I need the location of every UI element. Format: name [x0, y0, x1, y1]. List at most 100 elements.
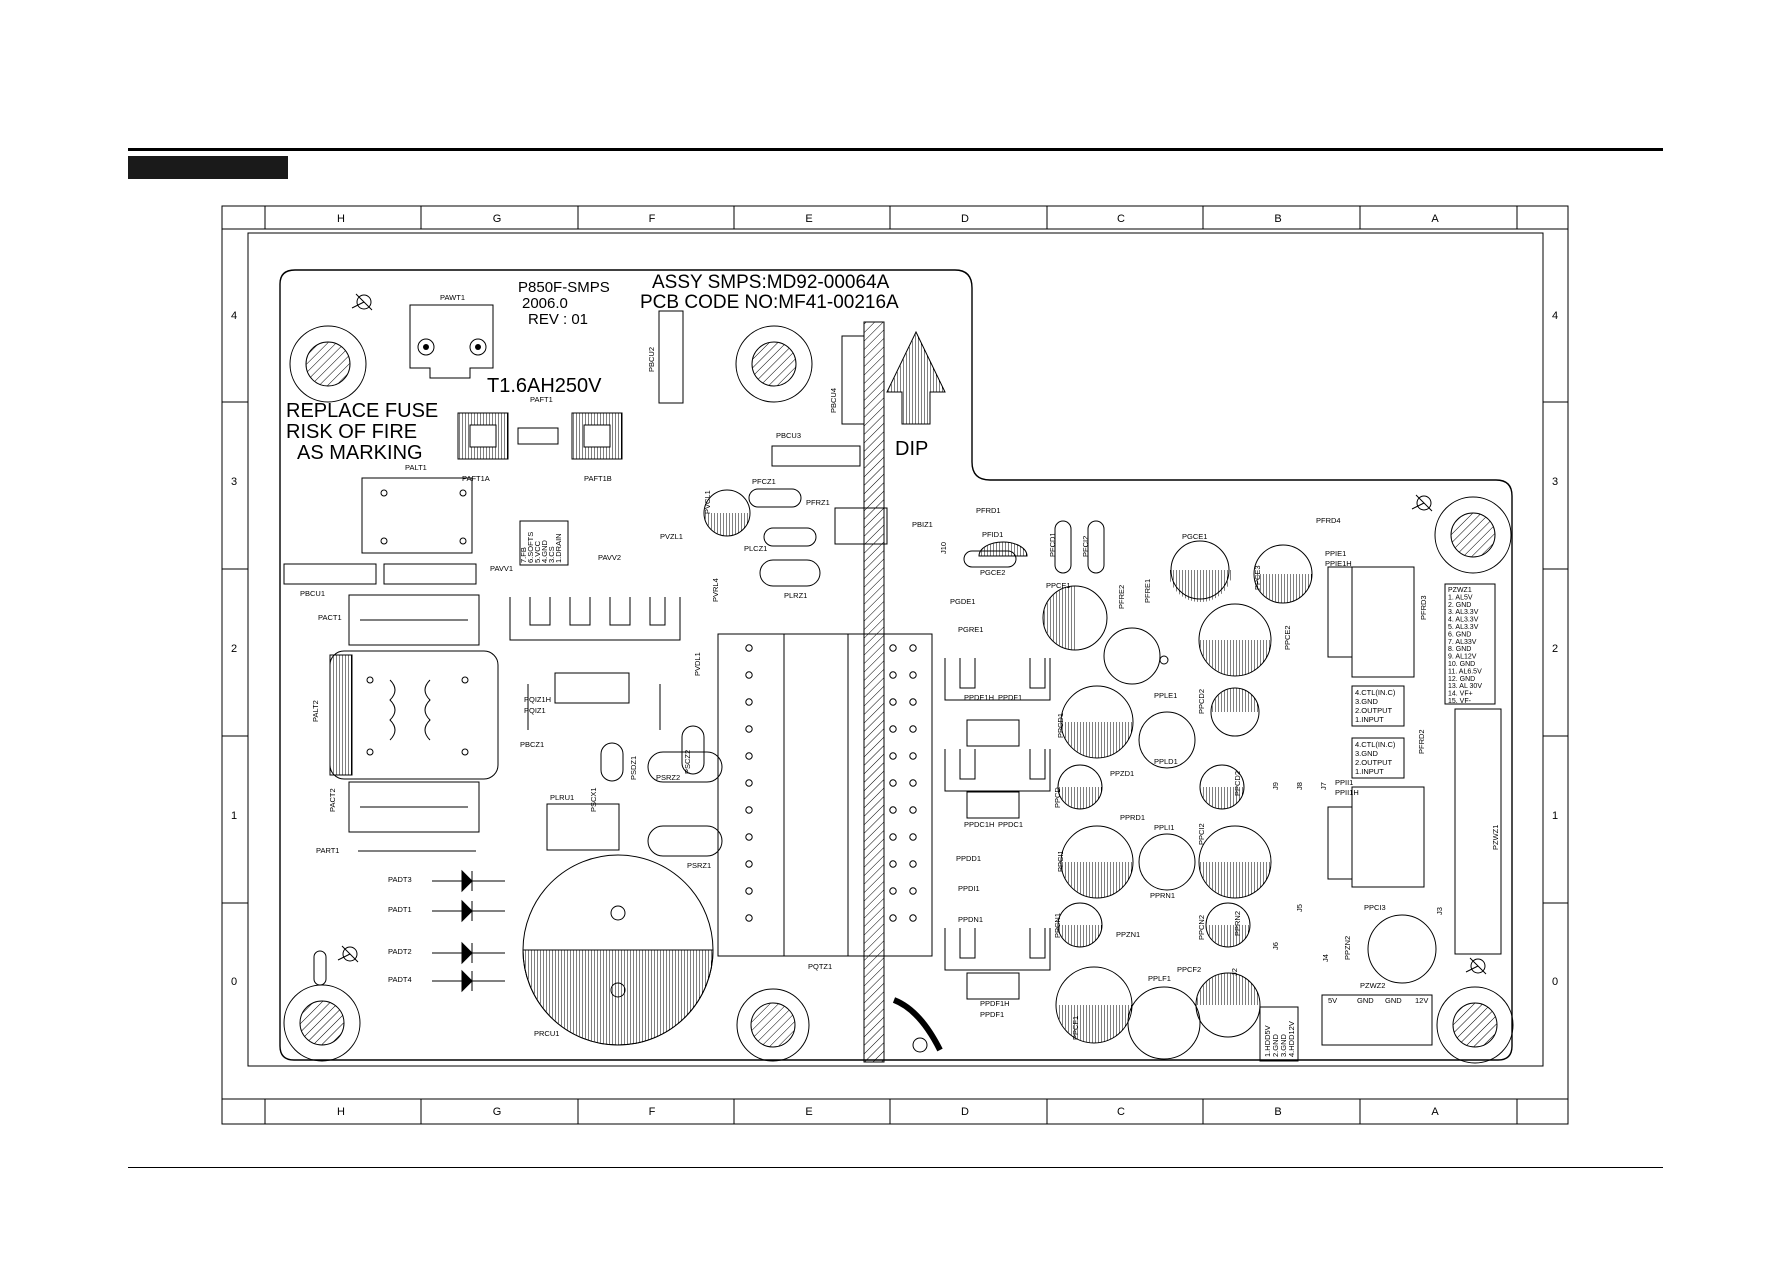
row-label-right: 0	[1552, 976, 1558, 988]
row-label-left: 3	[231, 476, 237, 488]
transformer-pin	[909, 752, 917, 760]
transformer-pin	[889, 752, 897, 760]
transformer-pin	[745, 644, 753, 652]
component-label-pprn1: PPRN1	[1150, 891, 1175, 900]
transformer-pin	[909, 914, 917, 922]
transformer-pin	[745, 698, 753, 706]
transformer-pin	[909, 671, 917, 679]
transformer-pin	[889, 860, 897, 868]
transformer-pin	[889, 914, 897, 922]
col-label-bottom: F	[649, 1106, 656, 1118]
component-label-ppdn1: PPDN1	[958, 915, 983, 924]
component-label-pfrd4: PFRD4	[1316, 516, 1341, 525]
component-label-pgre1: PGRE1	[958, 625, 983, 634]
board-rev: REV : 01	[528, 311, 588, 328]
component-label-pqiz1h: PQIZ1H	[524, 695, 551, 704]
component-label-pple1: PPLE1	[1154, 691, 1177, 700]
pfid1-diode	[978, 541, 1028, 557]
component-label-pfid1: PFID1	[982, 530, 1003, 539]
transformer-pin	[909, 887, 917, 895]
pcb-code: PCB CODE NO:MF41-00216A	[640, 292, 899, 313]
component-label-ppdf1b: PPDF1	[980, 1010, 1004, 1019]
svg-text:1.DRAIN: 1.DRAIN	[554, 533, 563, 563]
component-label-j6: J6	[1271, 942, 1280, 950]
component-label-ppcf2: PPCF2	[1177, 965, 1201, 974]
palt2-line-filter	[329, 650, 499, 780]
component-label-pfrd1: PFRD1	[976, 506, 1001, 515]
screw-icons	[337, 293, 1487, 975]
component-label-ppdf1: PPDF1	[998, 693, 1022, 702]
component-label-j3: J3	[1435, 907, 1444, 915]
transformer-pin	[889, 779, 897, 787]
svg-text:2.GND: 2.GND	[1271, 1033, 1280, 1057]
component-label-pfrd3: PFRD3	[1419, 595, 1428, 620]
component-label-ppzd1: PPZD1	[1110, 769, 1134, 778]
pzwz1-pin-label: 6. GND	[1448, 631, 1471, 638]
component-label-paft1a: PAFT1A	[462, 474, 490, 483]
pawt1-terminal	[409, 304, 494, 379]
component-label-ppcf1: PPCF1	[1071, 1016, 1080, 1040]
pzwz1-pin-label: PZWZ1	[1448, 587, 1472, 594]
inductor-rings	[1159, 655, 1169, 665]
component-label-padt2: PADT2	[388, 947, 412, 956]
component-label-ppde1h: PPDE1H	[964, 693, 994, 702]
component-label-ppii1h: PPII1H	[1335, 788, 1359, 797]
component-label-pqiz1: PQIZ1	[524, 706, 546, 715]
svg-text:3.GND: 3.GND	[1355, 697, 1379, 706]
component-label-ppci3: PPCI3	[1364, 903, 1386, 912]
footer-rule	[128, 1167, 1663, 1168]
component-label-pbcu3: PBCU3	[776, 431, 801, 440]
component-label-ppce1: PPCE1	[1046, 581, 1071, 590]
pzwz1-pin-label: 12. GND	[1448, 676, 1475, 683]
mounting-hole	[736, 988, 810, 1062]
mounting-holes	[283, 325, 1514, 1064]
small-components	[546, 488, 1105, 857]
transformer-pin	[745, 725, 753, 733]
pzwz1-pin-label: 11. AL6.5V	[1448, 668, 1482, 675]
component-label-pbcu4: PBCU4	[829, 388, 838, 413]
screw-icon	[1411, 494, 1433, 512]
svg-text:7.FB: 7.FB	[519, 547, 528, 563]
assy-code: ASSY SMPS:MD92-00064A	[652, 272, 890, 293]
component-label-padt3: PADT3	[388, 875, 412, 884]
component-label-pgce1: PGCE1	[1182, 532, 1207, 541]
svg-text:12V: 12V	[1415, 996, 1428, 1005]
component-label-pgde1: PGDE1	[950, 597, 975, 606]
component-label-ppie1h: PPIE1H	[1325, 559, 1352, 568]
pzwz1-pin-label: 10. GND	[1448, 661, 1475, 668]
pbcu1-cap	[283, 563, 377, 585]
transformer-pin	[889, 725, 897, 733]
component-label-ppie1: PPIE1	[1325, 549, 1346, 558]
component-label-j8: J8	[1295, 782, 1304, 790]
component-label-ppld1: PPLD1	[1154, 757, 1178, 766]
component-label-pfrd2: PFRD2	[1417, 729, 1426, 754]
pzwz1-pin-label: 9. AL12V	[1448, 654, 1477, 661]
component-label-padt1: PADT1	[388, 905, 412, 914]
col-label-top: C	[1117, 213, 1125, 225]
transformer-pin	[909, 725, 917, 733]
col-label-bottom: C	[1117, 1106, 1125, 1118]
board-model: P850F-SMPS	[518, 279, 610, 296]
section-tab	[128, 156, 288, 179]
col-label-top: F	[649, 213, 656, 225]
company-logo-icon	[892, 997, 943, 1053]
transformer-pin	[889, 698, 897, 706]
component-label-palt2: PALT2	[311, 700, 320, 722]
pzwz1-pin-label: 8. GND	[1448, 646, 1471, 653]
svg-text:2.OUTPUT: 2.OUTPUT	[1355, 758, 1393, 767]
component-label-pbcz1: PBCZ1	[520, 740, 544, 749]
row-label-right: 4	[1552, 310, 1558, 322]
output-heatsinks	[944, 658, 1051, 1000]
transformer-pin	[909, 860, 917, 868]
transformer-pin	[909, 698, 917, 706]
col-label-top: E	[805, 213, 812, 225]
pzwz1-pin-label: 1. AL5V	[1448, 594, 1473, 601]
component-label-ppdf1h: PPDF1H	[980, 999, 1010, 1008]
pzwz1-pin-label: 15. VF-	[1448, 698, 1472, 705]
svg-text:4.HDD12V: 4.HDD12V	[1287, 1021, 1296, 1057]
mounting-hole	[289, 325, 367, 403]
transformer-pin	[889, 887, 897, 895]
component-label-pbcu2: PBCU2	[647, 347, 656, 372]
component-label-pzwz2: PZWZ2	[1360, 981, 1385, 990]
header-rule	[128, 148, 1663, 151]
